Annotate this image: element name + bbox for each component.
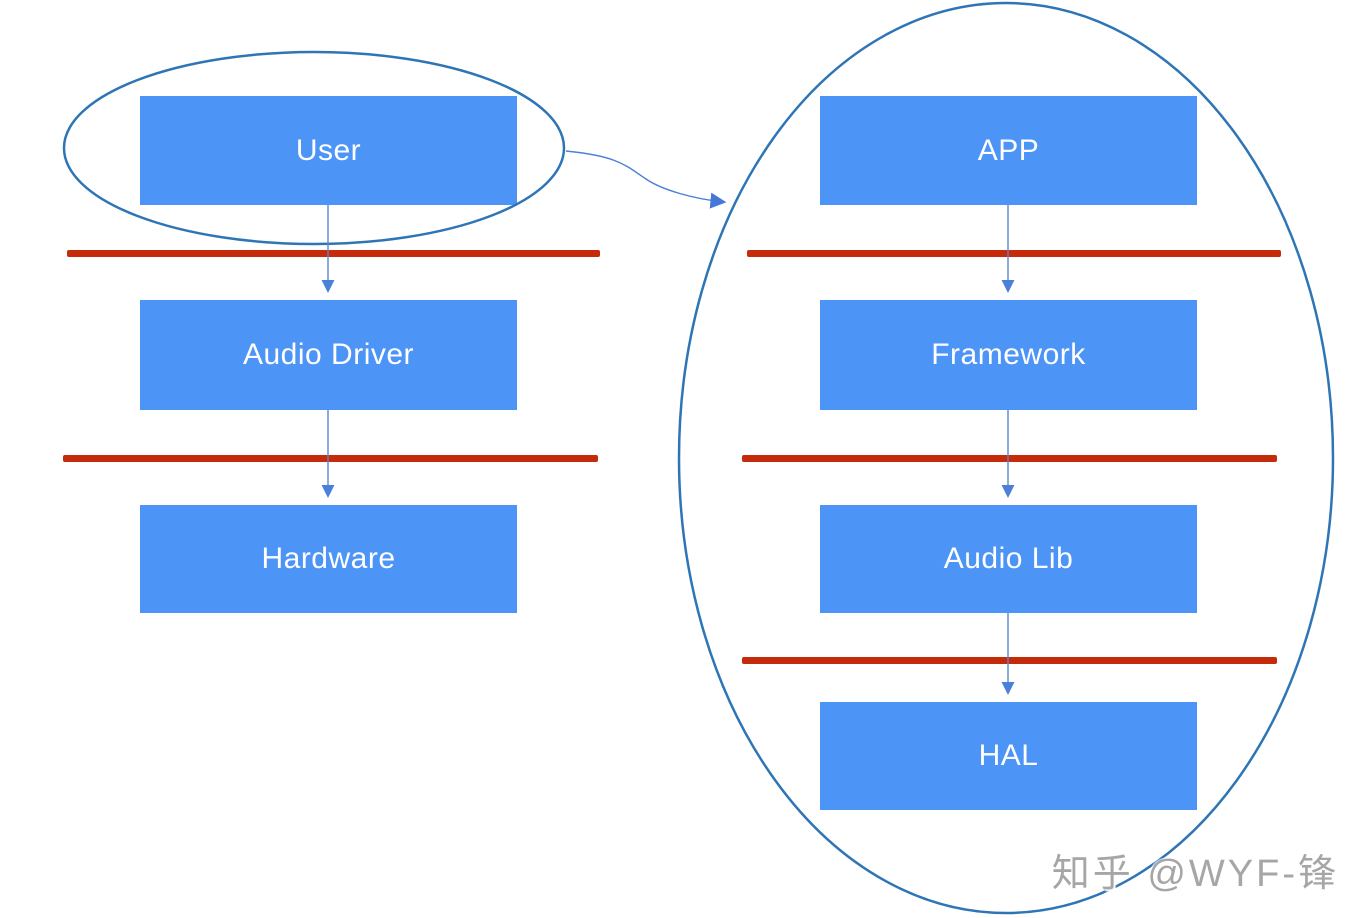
node-hardware: Hardware: [140, 505, 517, 613]
node-audio-lib-label: Audio Lib: [943, 542, 1074, 575]
separator-left-1: [67, 250, 600, 257]
node-app-label: APP: [977, 133, 1040, 167]
node-framework: Framework: [820, 300, 1197, 410]
watermark: 知乎 @WYF-锋: [1051, 853, 1339, 895]
node-hal-label: HAL: [978, 739, 1039, 772]
arrow-user-ellipse-to-app-stack: [565, 150, 727, 209]
node-audio-driver-label: Audio Driver: [242, 338, 415, 371]
node-audio-lib: Audio Lib: [820, 505, 1197, 613]
node-framework-label: Framework: [931, 338, 1086, 371]
node-app: APP: [820, 96, 1197, 205]
node-audio-driver: Audio Driver: [140, 300, 517, 410]
node-user: User: [140, 96, 517, 205]
separator-right-3: [742, 657, 1277, 664]
node-hal: HAL: [820, 702, 1197, 810]
separator-right-1: [747, 250, 1281, 257]
node-user-label: User: [295, 133, 362, 167]
separator-left-2: [63, 455, 598, 462]
separator-right-2: [742, 455, 1277, 462]
node-hardware-label: Hardware: [261, 542, 396, 575]
